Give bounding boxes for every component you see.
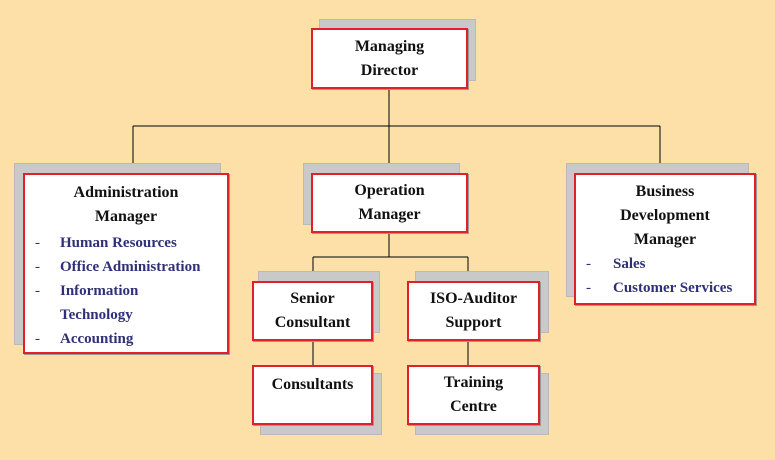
administration-manager-title: Administration Manager [73,184,179,225]
list-item: -Information Technology [35,283,139,323]
business-development-manager-box[interactable]: Business Development Manager -Sales -Cus… [574,173,756,305]
list-item: -Accounting [35,331,134,347]
list-item: -Office Administration [35,259,201,275]
training-centre-box[interactable]: Training Centre [407,365,540,425]
senior-consultant-title: Senior Consultant [274,290,351,331]
list-item: -Sales [586,256,646,272]
managing-director-box[interactable]: Managing Director [311,28,468,89]
administration-duties-list: -Human Resources -Office Administration … [35,231,227,351]
iso-auditor-support-title: ISO-Auditor Support [429,290,518,331]
list-item: -Customer Services [586,280,733,296]
operation-manager-title: Operation Manager [354,182,425,223]
list-item: -Human Resources [35,235,177,251]
senior-consultant-box[interactable]: Senior Consultant [252,281,373,341]
training-centre-title: Training Centre [443,374,504,415]
managing-director-title: Managing Director [354,37,425,79]
consultants-title: Consultants [271,376,354,393]
consultants-box[interactable]: Consultants [252,365,373,425]
operation-manager-box[interactable]: Operation Manager [311,173,468,233]
administration-manager-box[interactable]: Administration Manager -Human Resources … [23,173,229,354]
business-duties-list: -Sales -Customer Services [586,252,754,300]
business-development-manager-title: Business Development Manager [620,183,710,248]
iso-auditor-support-box[interactable]: ISO-Auditor Support [407,281,540,341]
